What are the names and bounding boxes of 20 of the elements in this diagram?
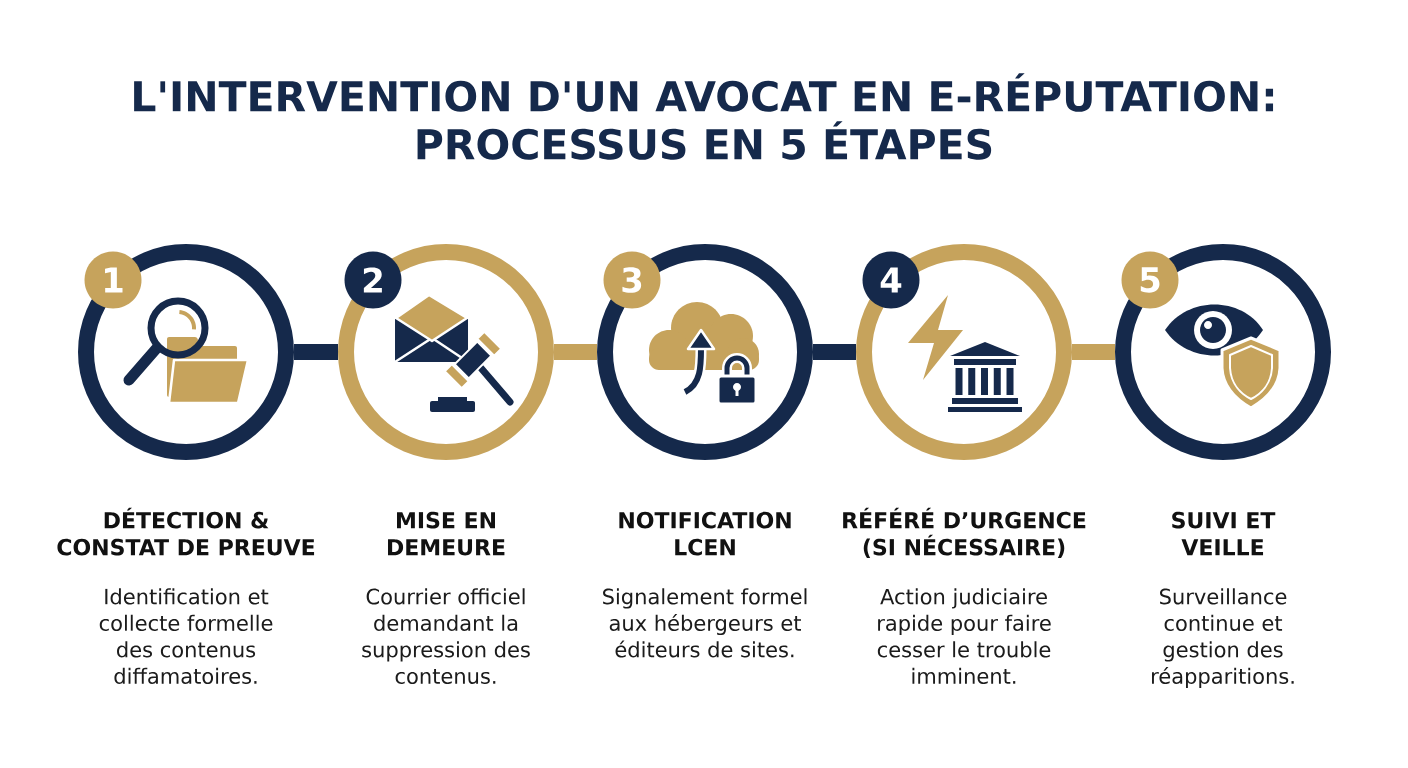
step-description: Action judiciaire rapide pour faire cesser le trouble imminent. [877, 588, 1051, 684]
step-description: Identification et collecte formelle des contenus diffamatoires. [99, 588, 273, 684]
step-heading: NOTIFICATION LCEN [619, 511, 791, 556]
title: L'INTERVENTION D'UN AVOCAT EN E-RÉPUTATION: PROCESSUS EN 5 ÉTAPES [134, 73, 1274, 160]
number-badge: 5 [1121, 251, 1179, 309]
connector-bar [1072, 344, 1115, 360]
connector-bar [294, 344, 338, 360]
step-description: Signalement formel aux hébergeurs et éditeurs de sites. [603, 588, 807, 658]
number-badge: 4 [862, 251, 920, 309]
connector-bar [554, 344, 597, 360]
step-heading: DÉTECTION & CONSTAT DE PREUVE [57, 507, 315, 556]
step-heading: SUIVI ET VEILLE [1172, 511, 1276, 556]
number-badge: 1 [84, 251, 142, 309]
step-description: Surveillance continue et gestion des réapparitions. [1152, 588, 1294, 689]
number-badge: 3 [603, 251, 661, 309]
step-description: Courrier officiel demandant la suppression des contenus. [362, 588, 530, 684]
step-heading: RÉFÉRÉ D’URGENCE (SI NÉCESSAIRE) [843, 507, 1086, 559]
connector-bar [813, 344, 856, 360]
step-heading: MISE EN DEMEURE [388, 511, 505, 556]
number-badge: 2 [344, 251, 402, 309]
